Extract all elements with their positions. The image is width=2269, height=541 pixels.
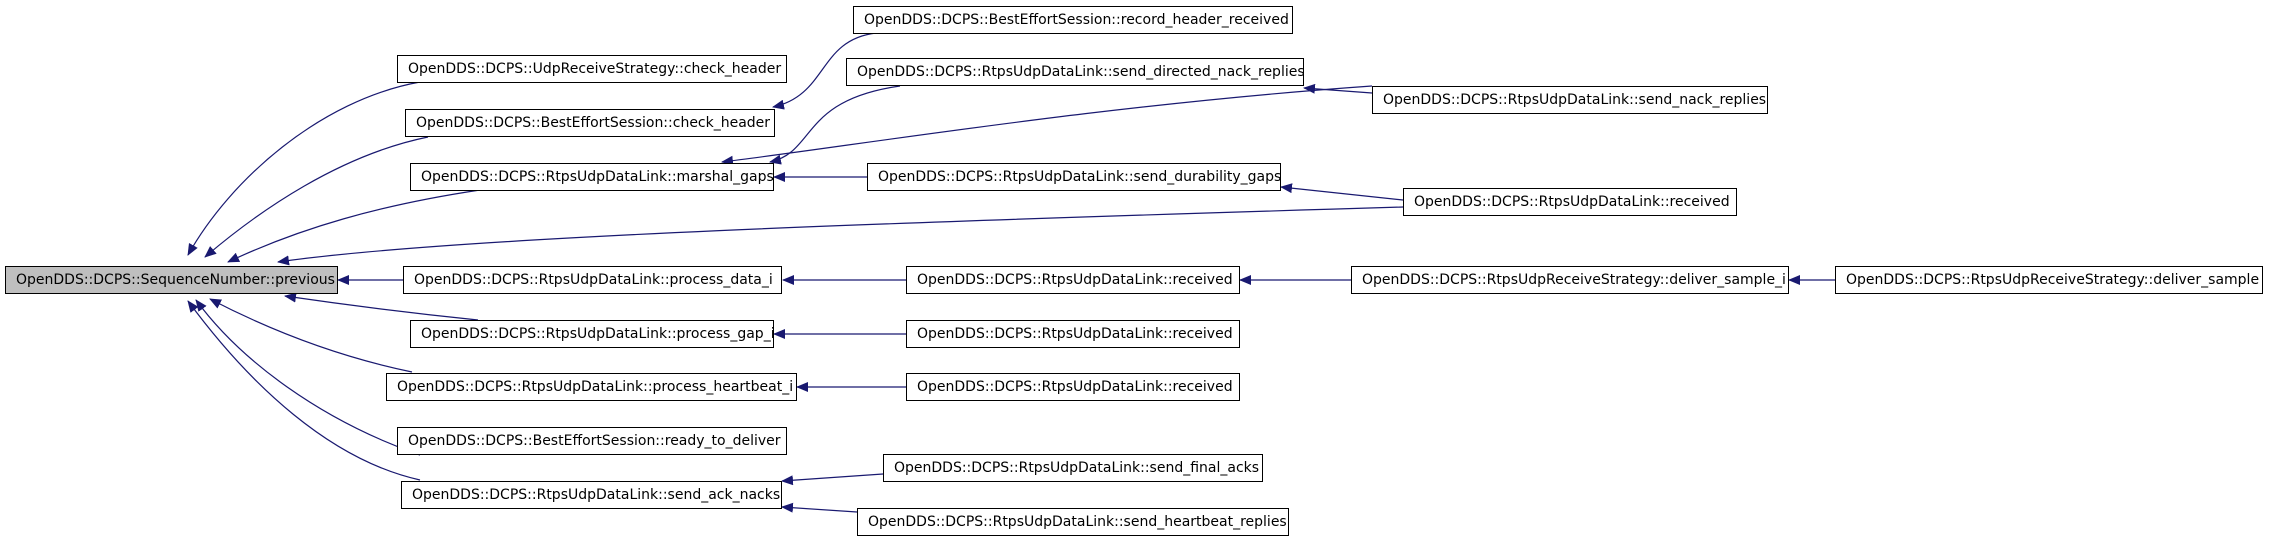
edge-send-final-acks	[781, 473, 884, 486]
edge-send-nack-to-marshal	[721, 85, 1373, 166]
edge-process-gap-i	[284, 292, 479, 321]
edge-send-nack-to-directed	[1303, 83, 1373, 94]
node-record-header-received[interactable]: OpenDDS::DCPS::BestEffortSession::record…	[853, 6, 1293, 34]
edge-send-ack-nacks	[187, 300, 421, 481]
edge-received-top-durability	[1280, 183, 1404, 201]
node-process-heartbeat-i[interactable]: OpenDDS::DCPS::RtpsUdpDataLink::process_…	[386, 373, 797, 401]
edge-process-heartbeat-i	[209, 298, 413, 373]
node-send-durability-gaps[interactable]: OpenDDS::DCPS::RtpsUdpDataLink::send_dur…	[867, 163, 1281, 191]
node-process-gap-i[interactable]: OpenDDS::DCPS::RtpsUdpDataLink::process_…	[410, 320, 775, 348]
node-marshal-gaps[interactable]: OpenDDS::DCPS::RtpsUdpDataLink::marshal_…	[410, 163, 774, 191]
node-best-effort-session-check-header[interactable]: OpenDDS::DCPS::BestEffortSession::check_…	[405, 109, 775, 137]
node-deliver-sample[interactable]: OpenDDS::DCPS::RtpsUdpReceiveStrategy::d…	[1835, 266, 2263, 294]
node-sequence-number-previous[interactable]: OpenDDS::DCPS::SequenceNumber::previous	[5, 266, 338, 294]
edge-send-heartbeat-replies	[781, 502, 858, 513]
node-deliver-sample-i[interactable]: OpenDDS::DCPS::RtpsUdpReceiveStrategy::d…	[1351, 266, 1789, 294]
edge-received-top	[277, 206, 1404, 266]
node-send-final-acks[interactable]: OpenDDS::DCPS::RtpsUdpDataLink::send_fin…	[883, 454, 1263, 482]
edge-marshal-gaps	[227, 189, 481, 263]
node-udp-receive-strategy-check-header[interactable]: OpenDDS::DCPS::UdpReceiveStrategy::check…	[397, 55, 787, 83]
node-received-data[interactable]: OpenDDS::DCPS::RtpsUdpDataLink::received	[906, 266, 1240, 294]
node-process-data-i[interactable]: OpenDDS::DCPS::RtpsUdpDataLink::process_…	[403, 266, 782, 294]
edge-ready-to-deliver	[195, 299, 421, 456]
node-received-gap[interactable]: OpenDDS::DCPS::RtpsUdpDataLink::received	[906, 320, 1240, 348]
node-send-ack-nacks[interactable]: OpenDDS::DCPS::RtpsUdpDataLink::send_ack…	[401, 481, 782, 509]
node-send-directed-nack-replies[interactable]: OpenDDS::DCPS::RtpsUdpDataLink::send_dir…	[846, 58, 1305, 86]
node-received-heartbeat[interactable]: OpenDDS::DCPS::RtpsUdpDataLink::received	[906, 373, 1240, 401]
node-received-top[interactable]: OpenDDS::DCPS::RtpsUdpDataLink::received	[1403, 188, 1737, 216]
node-send-nack-replies[interactable]: OpenDDS::DCPS::RtpsUdpDataLink::send_nac…	[1372, 86, 1768, 114]
edge-udp-check-header	[187, 81, 421, 256]
edge-send-directed-nack	[769, 85, 901, 165]
node-ready-to-deliver[interactable]: OpenDDS::DCPS::BestEffortSession::ready_…	[397, 427, 787, 455]
edge-be-record-header	[772, 32, 877, 110]
edge-be-check-header	[204, 136, 429, 258]
node-send-heartbeat-replies[interactable]: OpenDDS::DCPS::RtpsUdpDataLink::send_hea…	[857, 508, 1289, 536]
